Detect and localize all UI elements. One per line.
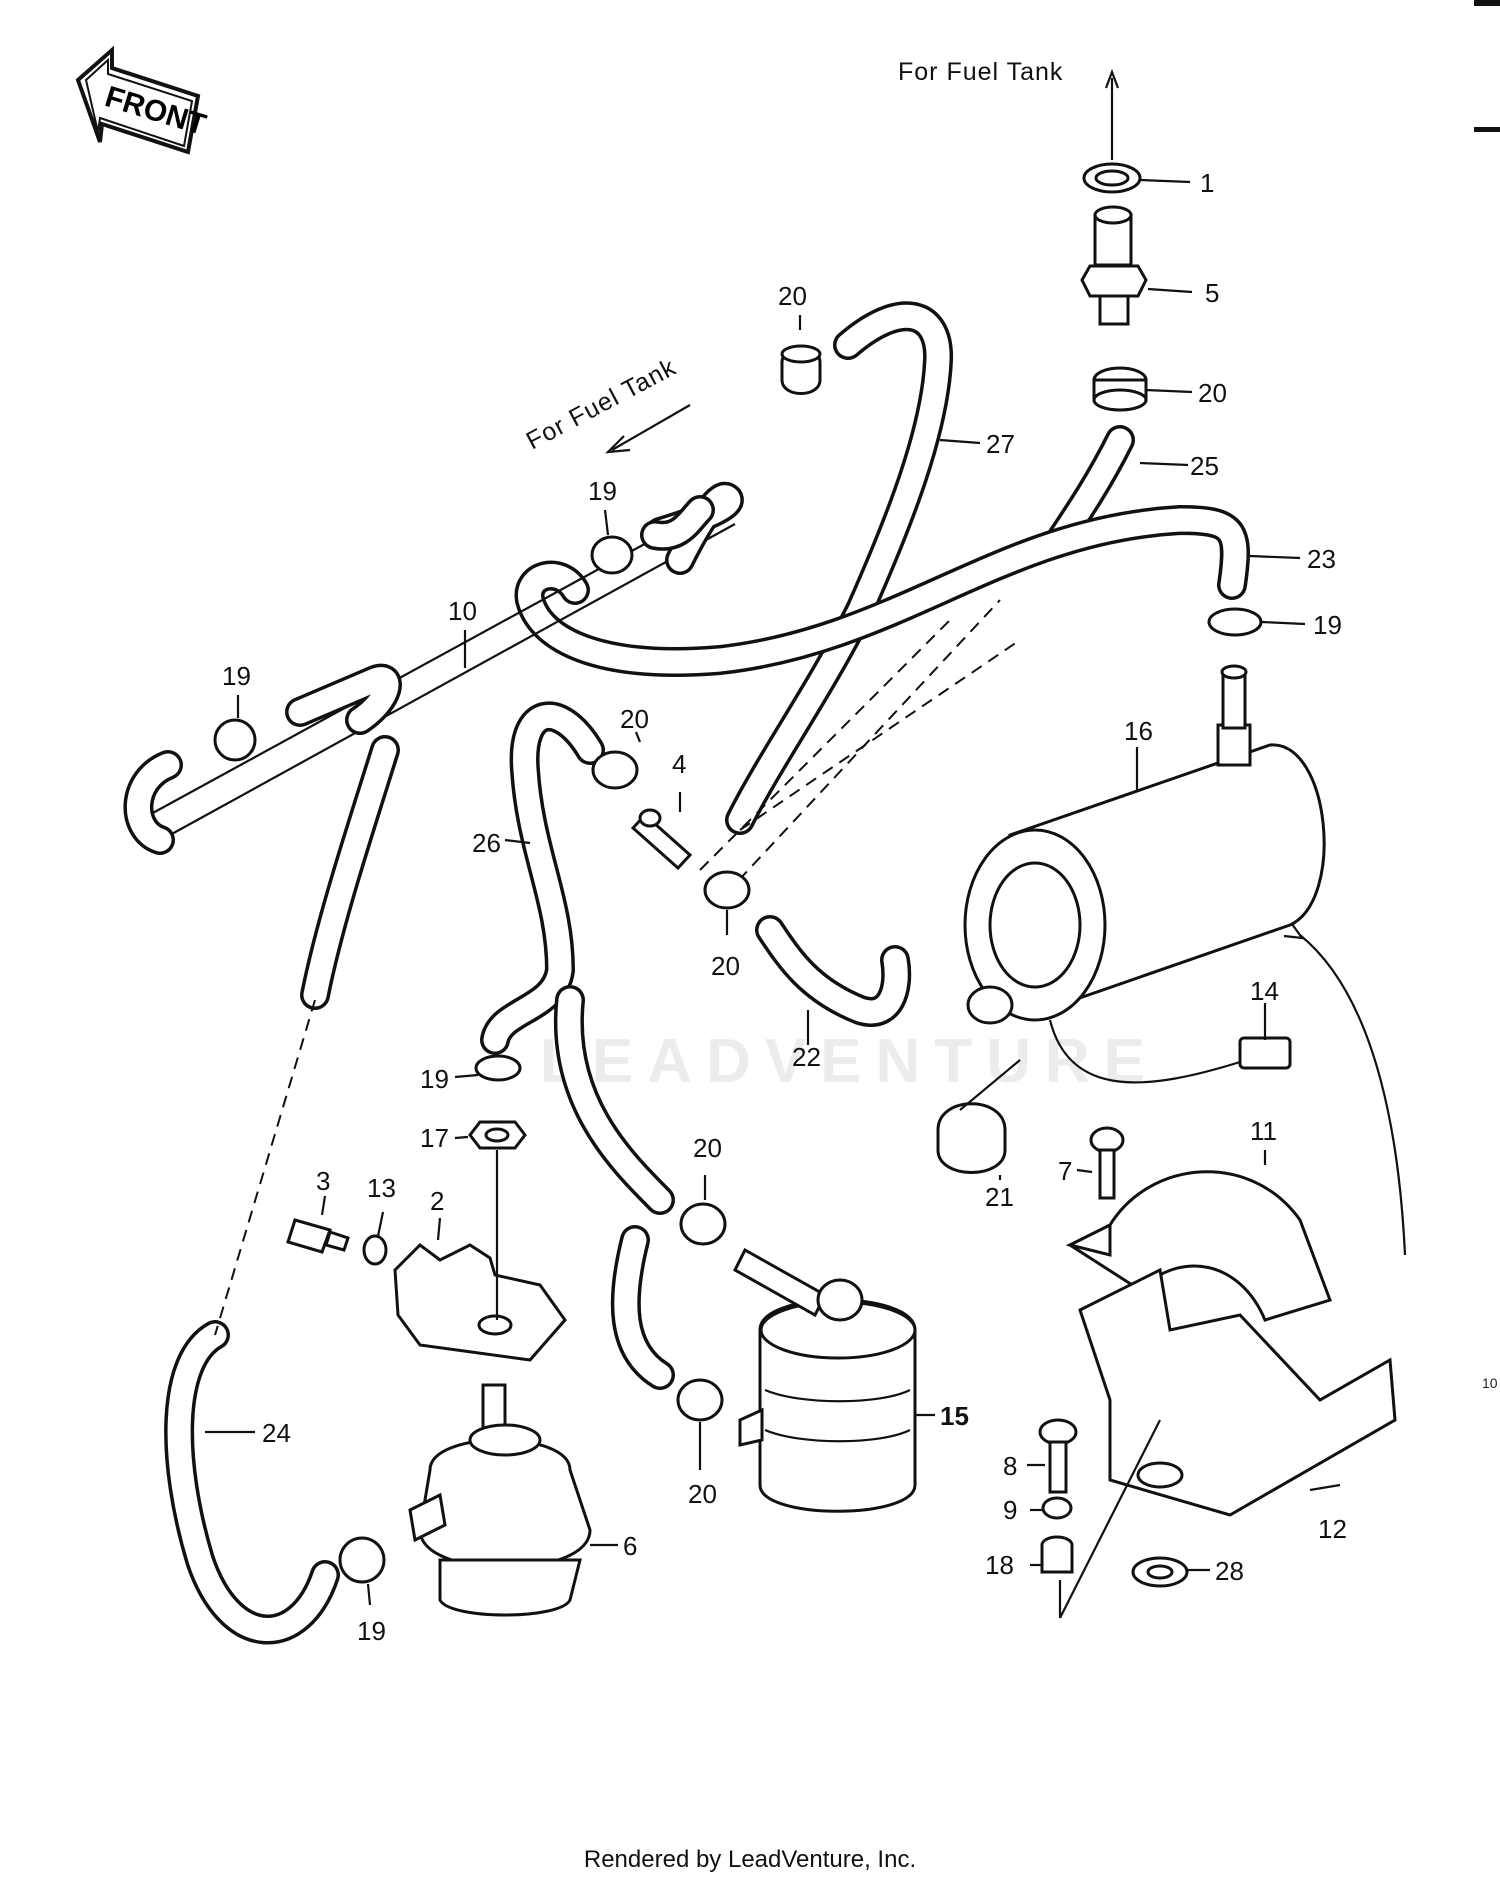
hose-connector (285, 495, 715, 735)
dashed-reference-lines (214, 599, 1407, 1336)
part-1-washer (1082, 162, 1142, 194)
callout-11: 11 (1250, 1116, 1277, 1146)
callout-5: 5 (1205, 278, 1219, 308)
callout-20-top: 20 (778, 281, 807, 311)
edge-mark-right: 10 (1482, 1375, 1498, 1391)
callout-23: 23 (1307, 544, 1336, 574)
part-2-bracket (393, 1243, 567, 1362)
part-7-screw (1089, 1126, 1125, 1200)
hose-23 (514, 505, 1250, 677)
part-20-clamp-filter-top (679, 1202, 727, 1246)
callout-19-bottom: 19 (357, 1616, 386, 1646)
callout-19-top: 19 (588, 476, 617, 506)
part-6-pressure-regulator (408, 1383, 592, 1617)
hose-vertical-left (300, 735, 400, 1010)
callout-leaders (205, 178, 1341, 1606)
callout-20-mid: 20 (620, 704, 649, 734)
part-18-collar (1040, 1419, 1161, 1619)
callout-22: 22 (792, 1042, 821, 1072)
part-21-clamp (936, 1059, 1021, 1174)
hose-26 (480, 701, 605, 1055)
part-19-clamp-b (1207, 607, 1263, 637)
callout-18: 18 (985, 1550, 1014, 1580)
callout-20-right: 20 (1198, 378, 1227, 408)
fuel-tank-note-left: For Fuel Tank (522, 353, 681, 455)
part-16-fuel-pump (963, 664, 1326, 1025)
part-20-clamp-lower (703, 870, 751, 910)
callout-20-filter-top: 20 (693, 1133, 722, 1163)
edge-bar-top (1474, 0, 1500, 6)
callout-19-mid: 19 (420, 1064, 449, 1094)
hose-24 (164, 1320, 340, 1645)
part-9-nut (1041, 1496, 1073, 1520)
callout-1: 1 (1200, 168, 1214, 198)
callout-12: 12 (1318, 1514, 1347, 1544)
callout-17: 17 (420, 1123, 449, 1153)
edge-bar-mid (1474, 127, 1500, 132)
callout-8: 8 (1003, 1451, 1017, 1481)
callout-21: 21 (985, 1182, 1014, 1212)
callout-20-lower: 20 (711, 951, 740, 981)
part-12-lower-bracket (1078, 1267, 1397, 1517)
part-19-clamp-d (474, 1054, 522, 1082)
callout-3: 3 (316, 1166, 330, 1196)
hose-27 (725, 301, 954, 835)
part-19-clamp-c (213, 718, 257, 762)
fuel-tank-note-top: For Fuel Tank (898, 58, 1063, 86)
callout-10: 10 (448, 596, 477, 626)
hose-lower-center (610, 1225, 675, 1390)
callout-2: 2 (430, 1186, 444, 1216)
callout-6: 6 (623, 1531, 637, 1561)
part-17-nut (468, 1120, 527, 1150)
part-20-clamp-right (1092, 366, 1148, 412)
callout-24: 24 (262, 1418, 291, 1448)
footer-credit: Rendered by LeadVenture, Inc. (583, 1846, 917, 1873)
part-15-fuel-filter (733, 1247, 917, 1513)
part-8-bolt (1038, 1418, 1078, 1494)
callout-28: 28 (1215, 1556, 1244, 1586)
part-5-fitting (1080, 205, 1148, 326)
callout-25: 25 (1190, 451, 1219, 481)
callout-20-filter-bottom: 20 (688, 1479, 717, 1509)
callout-27: 27 (986, 429, 1015, 459)
part-28-grommet (1131, 1556, 1189, 1588)
part-19-clamp-a (590, 535, 634, 575)
callout-26: 26 (472, 828, 501, 858)
callout-9: 9 (1003, 1495, 1017, 1525)
callout-19-left: 19 (222, 661, 251, 691)
part-3-bolt (286, 1218, 350, 1254)
hose-26-lower (553, 985, 675, 1215)
callout-14: 14 (1250, 976, 1279, 1006)
part-20-clamp-filter-bottom (676, 1378, 724, 1422)
callout-4: 4 (672, 749, 686, 779)
hose-22 (755, 915, 912, 1027)
front-arrow-badge: FRONT (75, 45, 210, 155)
callout-labels: 1 5 20 20 27 25 23 19 19 10 19 20 4 16 2… (222, 168, 1347, 1646)
callout-19-right: 19 (1313, 610, 1342, 640)
callout-13: 13 (367, 1173, 396, 1203)
callout-16: 16 (1124, 716, 1153, 746)
part-20-clamp-top (780, 344, 822, 395)
callout-15: 15 (940, 1401, 969, 1431)
part-20-clamp-mid (591, 750, 639, 790)
part-4-fitting (630, 808, 693, 871)
watermark: LEADVENTURE (540, 1027, 1159, 1096)
callout-7: 7 (1058, 1156, 1072, 1186)
part-13-washer (362, 1234, 388, 1266)
part-19-clamp-e (338, 1536, 386, 1584)
